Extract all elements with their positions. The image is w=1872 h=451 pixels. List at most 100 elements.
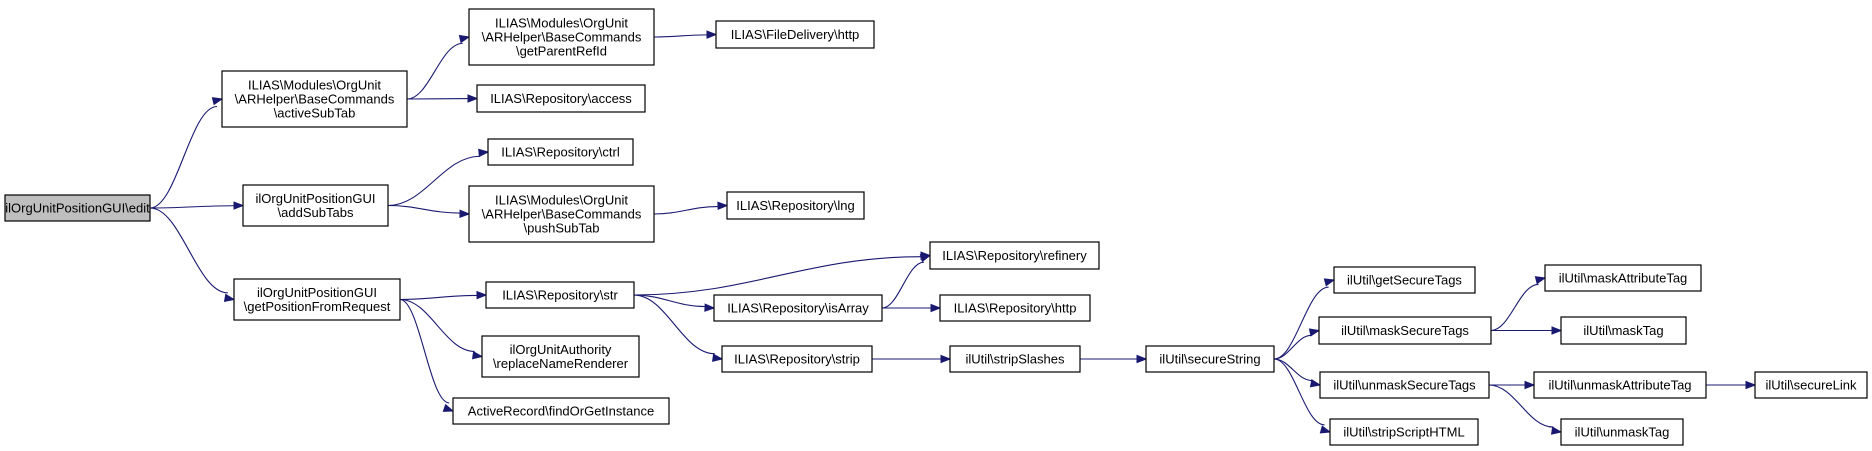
node-ilorgunitpositiongui-edit[interactable]: ilOrgUnitPositionGUI\edit [4, 194, 151, 222]
arrowhead-icon [704, 303, 716, 312]
node-label-line: ActiveRecord\findOrGetInstance [468, 404, 654, 419]
node-ilorgunitauthority-replacenamerenderer[interactable]: ilOrgUnitAuthority\replaceNameRenderer [481, 335, 640, 378]
edge-n7-n12 [653, 205, 719, 215]
node-box [1333, 266, 1476, 294]
node-ilutil-stripscripthtml[interactable]: ilUtil\stripScriptHTML [1329, 418, 1479, 446]
node-ilutil-unmasksecuretags[interactable]: ilUtil\unmaskSecureTags [1319, 371, 1490, 399]
node-ilutil-maskattributetag[interactable]: ilUtil\maskAttributeTag [1544, 264, 1702, 292]
node-ilias-repository-lng[interactable]: ILIAS\Repository\lng [726, 191, 865, 220]
node-box [939, 294, 1091, 322]
edge-n18-n21 [1273, 358, 1313, 382]
edge-n21-n26 [1488, 384, 1554, 428]
node-box [4, 194, 151, 222]
node-box [715, 20, 875, 49]
node-ilutil-stripslashes[interactable]: ilUtil\stripSlashes [949, 345, 1081, 373]
node-ilutil-getsecuretags[interactable]: ilUtil\getSecureTags [1333, 266, 1476, 294]
node-ilias-modules-orgunit-arhelper-basecommands-getparentrefid[interactable]: ILIAS\Modules\OrgUnit\ARHelper\BaseComma… [468, 8, 655, 66]
node-label-line: ilOrgUnitPositionGUI [256, 191, 376, 206]
edge-n1-n4 [406, 42, 463, 100]
node-ilias-modules-orgunit-arhelper-basecommands-pushsubtab[interactable]: ILIAS\Modules\OrgUnit\ARHelper\BaseComma… [468, 185, 655, 243]
node-ilutil-masktag[interactable]: ilUtil\maskTag [1560, 316, 1687, 345]
node-label-line: ILIAS\Repository\str [502, 288, 618, 303]
node-label-line: ilUtil\unmaskAttributeTag [1548, 378, 1691, 393]
node-box [713, 294, 883, 322]
node-ilias-repository-str[interactable]: ILIAS\Repository\str [485, 281, 635, 309]
arrowhead-icon [223, 293, 236, 303]
node-box [1754, 371, 1868, 399]
arrowhead-icon [211, 97, 224, 106]
node-label-line: ilUtil\secureString [1159, 352, 1260, 367]
edge-n0-n2 [149, 205, 235, 209]
node-label-line: \activeSubTab [274, 106, 356, 121]
node-box [487, 138, 634, 166]
edge-n4-n11 [653, 34, 708, 38]
node-label-line: \getPositionFromRequest [244, 299, 391, 314]
node-label-line: ILIAS\Repository\access [490, 91, 632, 106]
node-ilutil-securestring[interactable]: ilUtil\secureString [1145, 345, 1275, 373]
node-activerecord-findorgetinstance[interactable]: ActiveRecord\findOrGetInstance [452, 397, 670, 425]
node-label-line: \getParentRefId [516, 44, 607, 59]
node-box [485, 281, 635, 309]
edge-n0-n3 [149, 207, 228, 294]
node-ilias-filedelivery-http[interactable]: ILIAS\FileDelivery\http [715, 20, 875, 49]
node-label-line: ILIAS\Repository\http [954, 301, 1077, 316]
node-label-line: ilUtil\unmaskSecureTags [1333, 378, 1476, 393]
node-label-line: \ARHelper\BaseCommands [235, 92, 395, 107]
arrowhead-icon [930, 303, 942, 313]
node-label-line: ilUtil\getSecureTags [1347, 273, 1462, 288]
node-box [1544, 264, 1702, 292]
node-box [476, 84, 646, 113]
node-label-line: ILIAS\Repository\isArray [727, 301, 869, 316]
edge-n18-n20 [1273, 334, 1312, 360]
edge-n18-n22 [1273, 358, 1325, 426]
node-label-line: ilUtil\maskSecureTags [1341, 323, 1469, 338]
node-label-line: ilUtil\unmaskTag [1575, 425, 1670, 440]
arrowhead-icon [442, 403, 455, 412]
node-box [721, 345, 873, 373]
node-label-line: ILIAS\Repository\refinery [942, 248, 1087, 263]
node-box [1560, 418, 1684, 446]
node-label-line: \ARHelper\BaseCommands [482, 30, 642, 45]
node-ilutil-unmasktag[interactable]: ilUtil\unmaskTag [1560, 418, 1684, 446]
edge-n8-n15 [633, 256, 922, 296]
node-ilias-repository-access[interactable]: ILIAS\Repository\access [476, 84, 646, 113]
node-label-line: ilOrgUnitAuthority [510, 342, 612, 357]
call-graph-nodes: ilOrgUnitPositionGUI\edit ILIAS\Modules\O… [4, 8, 1868, 446]
node-ilias-repository-strip[interactable]: ILIAS\Repository\strip [721, 345, 873, 373]
edge-n3-n9 [399, 298, 475, 352]
node-label-line: ilUtil\maskTag [1583, 323, 1663, 338]
arrowhead-icon [458, 34, 471, 44]
arrowhead-icon [1319, 425, 1332, 434]
node-ilutil-masksecuretags[interactable]: ilUtil\maskSecureTags [1318, 316, 1492, 345]
arrowhead-icon [1551, 326, 1563, 335]
node-ilorgunitpositiongui-addsubtabs[interactable]: ilOrgUnitPositionGUI\addSubTabs [242, 184, 389, 227]
node-label-line: ilOrgUnitPositionGUI [257, 285, 377, 300]
node-label-line: ilOrgUnitPositionGUI\edit [5, 201, 150, 216]
arrowhead-icon [1534, 276, 1547, 285]
edge-n8-n13 [633, 294, 706, 308]
node-ilias-repository-isarray[interactable]: ILIAS\Repository\isArray [713, 294, 883, 322]
arrowhead-icon [1524, 380, 1536, 390]
edge-n18-n19 [1273, 286, 1329, 360]
node-ilutil-securelink[interactable]: ilUtil\secureLink [1754, 371, 1868, 399]
node-ilias-repository-ctrl[interactable]: ILIAS\Repository\ctrl [487, 138, 634, 166]
node-ilutil-unmaskattributetag[interactable]: ilUtil\unmaskAttributeTag [1533, 371, 1707, 399]
call-graph-edges [149, 30, 1757, 435]
node-ilias-repository-refinery[interactable]: ILIAS\Repository\refinery [929, 241, 1100, 270]
arrowhead-icon [476, 290, 488, 300]
node-ilias-repository-http[interactable]: ILIAS\Repository\http [939, 294, 1091, 322]
arrowhead-icon [940, 354, 952, 364]
node-ilorgunitpositiongui-getpositionfromrequest[interactable]: ilOrgUnitPositionGUI\getPositionFromRequ… [233, 278, 401, 321]
node-box [1319, 371, 1490, 399]
arrowhead-icon [459, 209, 471, 218]
arrowhead-icon [717, 201, 729, 211]
node-label-line: ILIAS\Modules\OrgUnit [495, 193, 628, 208]
arrowhead-icon [1745, 380, 1757, 390]
arrowhead-icon [706, 30, 718, 39]
arrowhead-icon [1136, 354, 1148, 364]
node-ilias-modules-orgunit-arhelper-basecommands-activesubtab[interactable]: ILIAS\Modules\OrgUnit\ARHelper\BaseComma… [221, 70, 408, 128]
node-label-line: ILIAS\Modules\OrgUnit [495, 16, 628, 31]
node-box [726, 191, 865, 220]
node-box [949, 345, 1081, 373]
edge-n3-n8 [399, 294, 478, 301]
